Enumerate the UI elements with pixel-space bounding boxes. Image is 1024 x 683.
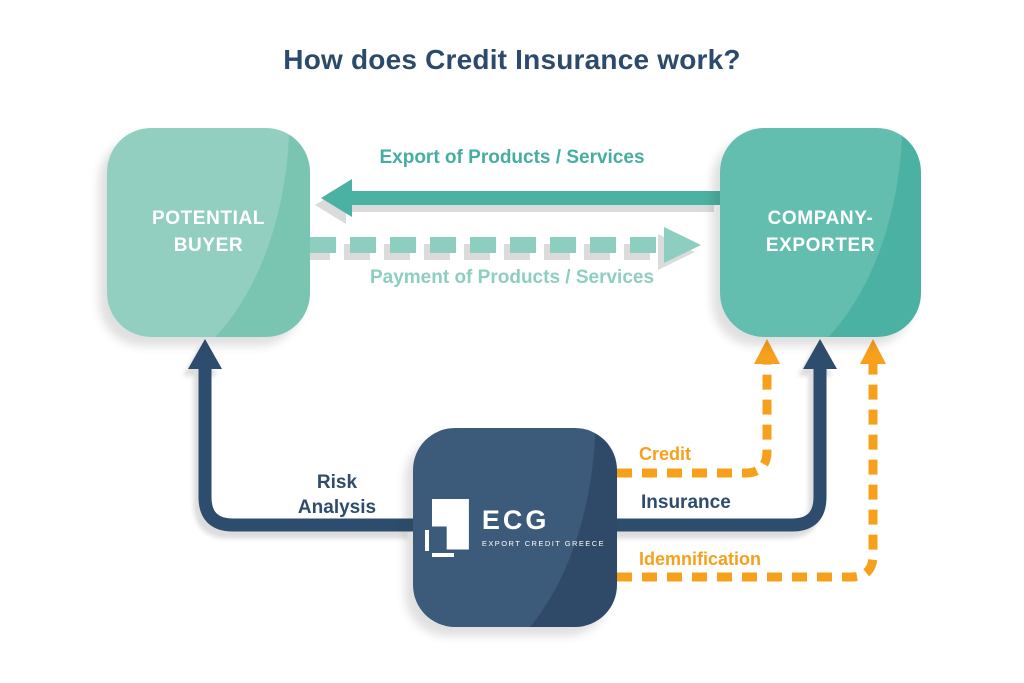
payment-flow-label: Payment of Products / Services [369, 267, 655, 288]
payment-arrow [310, 227, 701, 263]
ecg-acronym: ECG [481, 505, 550, 535]
company-exporter-line1: COMPANY- [767, 208, 874, 230]
ecg-wordmark: ECG EXPORT CREDIT GREECE [481, 505, 606, 549]
ecg-logo-lockup: ECG EXPORT CREDIT GREECE [424, 498, 606, 557]
potential-buyer-label: POTENTIAL BUYER [152, 206, 265, 258]
export-arrow [321, 179, 720, 217]
risk-analysis-flow-label: Risk Analysis [277, 471, 397, 520]
potential-buyer-line1: POTENTIAL [151, 208, 266, 230]
risk-analysis-line2: Analysis [297, 496, 377, 518]
page-title: How does Credit Insurance work? [283, 44, 741, 75]
export-flow-label: Export of Products / Services [379, 147, 645, 168]
ecg-box: ECG EXPORT CREDIT GREECE [413, 428, 617, 627]
potential-buyer-line2: BUYER [173, 234, 244, 256]
company-exporter-box: COMPANY- EXPORTER [720, 128, 921, 337]
ecg-logo-icon [424, 498, 469, 557]
credit-flow-label: Credit [639, 444, 692, 464]
ecg-logo-tick-vertical [424, 529, 429, 551]
insurance-flow-label: Insurance [641, 492, 731, 513]
ecg-logo-tick-horizontal [431, 552, 454, 557]
company-exporter-line2: EXPORTER [765, 234, 876, 256]
ecg-subtitle: EXPORT CREDIT GREECE [481, 539, 606, 548]
potential-buyer-box: POTENTIAL BUYER [107, 128, 310, 337]
risk-analysis-line1: Risk [316, 472, 358, 493]
company-exporter-label: COMPANY- EXPORTER [766, 206, 875, 258]
ecg-logo-mark [431, 498, 469, 550]
idemnification-flow-label: Idemnification [639, 549, 762, 569]
